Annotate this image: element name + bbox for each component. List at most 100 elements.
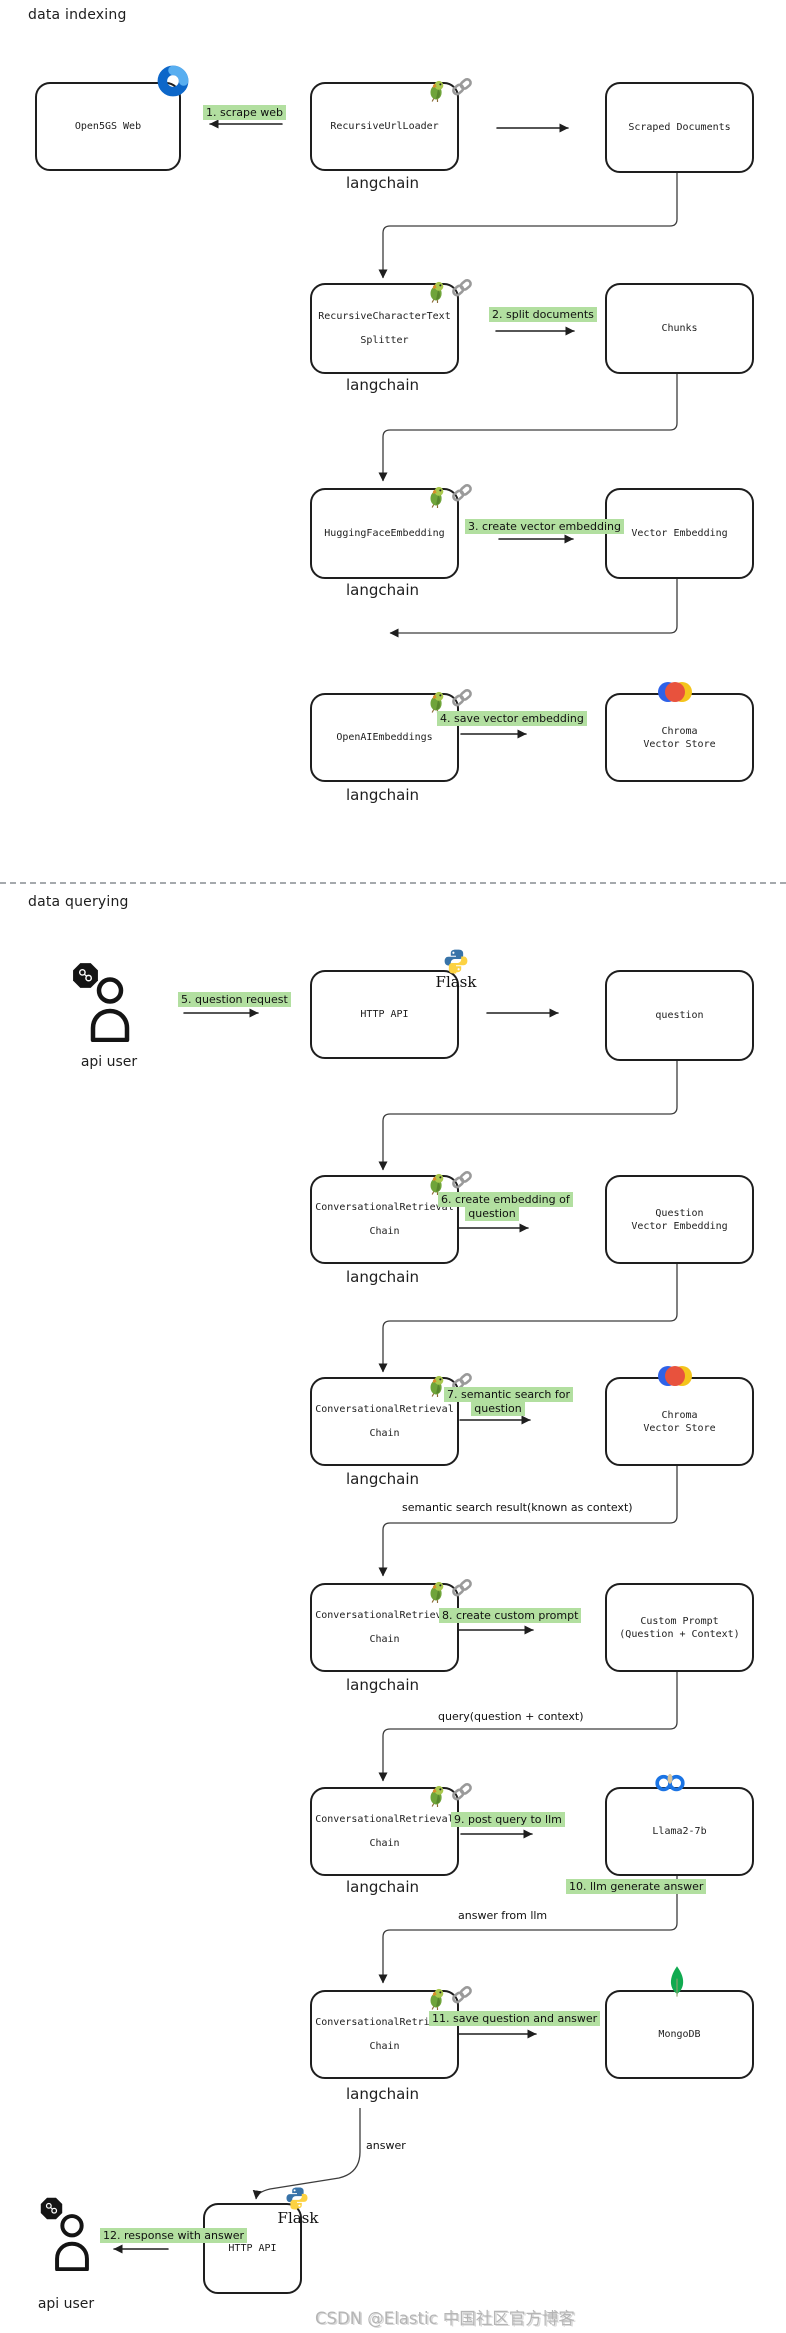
step-label-10: 10. llm generate answer xyxy=(566,1879,707,1894)
node-scraped-documents: Scraped Documents xyxy=(605,82,754,173)
node-label: Chroma xyxy=(661,725,698,737)
node-label: RecursiveCharacterText xyxy=(318,310,451,322)
watermark: CSDN @Elastic 中国社区官方博客 xyxy=(315,2309,575,2328)
section-title-querying: data querying xyxy=(28,894,129,910)
node-open5gs-web: Open5GS Web xyxy=(35,82,181,171)
chroma-logo-icon xyxy=(656,679,694,705)
node-mongodb: MongoDB xyxy=(605,1990,754,2079)
connector-chunks-to-embedding xyxy=(378,371,678,482)
edge-label-answer: answer xyxy=(366,2139,406,2152)
api-user-caption: api user xyxy=(37,2296,95,2312)
node-label: Custom Prompt xyxy=(640,1615,719,1627)
step-label-11: 11. save question and answer xyxy=(429,2011,601,2026)
node-label: Chain xyxy=(369,1633,400,1645)
python-logo-icon xyxy=(443,948,469,974)
connector-query-context xyxy=(378,1669,678,1782)
langchain-parrot-chain-icon xyxy=(426,1983,476,2010)
flask-caption: Flask xyxy=(435,973,477,991)
node-huggingface-embedding: HuggingFaceEmbedding xyxy=(310,488,459,579)
node-label: MongoDB xyxy=(658,2029,701,2040)
node-label: Open5GS Web xyxy=(74,121,142,132)
node-label: RecursiveUrlLoader xyxy=(330,121,439,132)
api-user-badge-icon xyxy=(39,2196,64,2221)
langchain-parrot-chain-icon xyxy=(426,686,476,713)
node-label: (Question + Context) xyxy=(619,1628,740,1640)
api-user-person-icon xyxy=(52,2213,92,2271)
langchain-parrot-chain-icon xyxy=(426,1576,476,1603)
node-http-api: HTTP API xyxy=(203,2203,302,2294)
edge-label-semantic-result: semantic search result(known as context) xyxy=(402,1501,633,1514)
node-label: Chunks xyxy=(661,323,698,334)
node-label: Llama2-7b xyxy=(652,1826,707,1837)
langchain-caption: langchain xyxy=(345,1470,419,1488)
open5gs-ring-icon xyxy=(156,64,190,98)
step-label-3: 3. create vector embedding xyxy=(465,519,625,534)
langchain-parrot-chain-icon xyxy=(426,481,476,508)
node-label: Splitter xyxy=(360,334,409,346)
section-title-indexing: data indexing xyxy=(28,7,127,23)
step-label-9: 9. post query to llm xyxy=(451,1812,565,1827)
langchain-caption: langchain xyxy=(345,1676,419,1694)
chroma-logo-icon xyxy=(656,1363,694,1389)
edge-label-answer-from-llm: answer from llm xyxy=(458,1909,548,1922)
api-user-badge-icon xyxy=(71,961,100,990)
node-question-vector-embedding: Question Vector Embedding xyxy=(605,1175,754,1264)
langchain-parrot-chain-icon xyxy=(426,75,476,102)
node-label: Vector Embedding xyxy=(631,1220,728,1232)
connector-answer-to-api xyxy=(252,2108,361,2200)
step-label-8: 8. create custom prompt xyxy=(439,1608,582,1623)
step-label-5: 5. question request xyxy=(178,992,291,1007)
step-label-12: 12. response with answer xyxy=(100,2228,248,2243)
node-chunks: Chunks xyxy=(605,283,754,374)
node-label: ConversationalRetrieval xyxy=(315,1403,454,1415)
step-label-2: 2. split documents xyxy=(489,307,597,322)
step-label-1: 1. scrape web xyxy=(203,105,287,120)
mongodb-leaf-icon xyxy=(668,1965,686,1999)
node-label: OpenAIEmbeddings xyxy=(336,732,433,743)
node-label: Chain xyxy=(369,1225,400,1237)
api-user-caption: api user xyxy=(80,1054,138,1070)
langchain-parrot-chain-icon xyxy=(426,276,476,303)
node-label: ConversationalRetrieval xyxy=(315,1201,454,1213)
node-label: ConversationalRetrieval xyxy=(315,2016,454,2028)
node-http-api: HTTP API xyxy=(310,970,459,1059)
langchain-caption: langchain xyxy=(345,2085,419,2103)
connector-qvec-to-chain xyxy=(378,1261,678,1373)
connector-answer-from-llm xyxy=(378,1873,678,1984)
flask-caption: Flask xyxy=(277,2209,319,2227)
langchain-parrot-chain-icon xyxy=(426,1780,476,1807)
node-label: Vector Store xyxy=(643,738,716,750)
connector-vector-to-openai xyxy=(389,576,678,638)
node-label: Vector Embedding xyxy=(631,528,728,539)
langchain-caption: langchain xyxy=(345,174,419,192)
step-label-4: 4. save vector embedding xyxy=(437,711,587,726)
node-label: Scraped Documents xyxy=(628,122,731,133)
langchain-caption: langchain xyxy=(345,1268,419,1286)
node-label: Vector Store xyxy=(643,1422,716,1434)
node-label: ConversationalRetrieval xyxy=(315,1609,454,1621)
langchain-caption: langchain xyxy=(345,786,419,804)
section-divider xyxy=(0,882,786,884)
node-llama2-7b: Llama2-7b xyxy=(605,1787,754,1876)
edge-label-query-context: query(question + context) xyxy=(438,1710,584,1723)
node-label: Question xyxy=(655,1207,704,1219)
node-label: ConversationalRetrieval xyxy=(315,1813,454,1825)
node-conversational-retrieval-chain: ConversationalRetrieval Chain xyxy=(310,1583,459,1672)
node-label: HTTP API xyxy=(360,1009,409,1020)
node-label: HTTP API xyxy=(228,2243,277,2254)
node-label: Chain xyxy=(369,2040,400,2052)
connector-question-to-chain xyxy=(378,1058,678,1171)
langchain-parrot-chain-icon xyxy=(426,1168,476,1195)
llama-logo-icon xyxy=(654,1767,686,1797)
node-chroma-vector-store: Chroma Vector Store xyxy=(605,1377,754,1466)
node-custom-prompt: Custom Prompt (Question + Context) xyxy=(605,1583,754,1672)
node-vector-embedding: Vector Embedding xyxy=(605,488,754,579)
node-question: question xyxy=(605,970,754,1061)
node-label: Chroma xyxy=(661,1409,698,1421)
node-chroma-vector-store: Chroma Vector Store xyxy=(605,693,754,782)
connector-docs-to-splitter xyxy=(378,170,678,279)
